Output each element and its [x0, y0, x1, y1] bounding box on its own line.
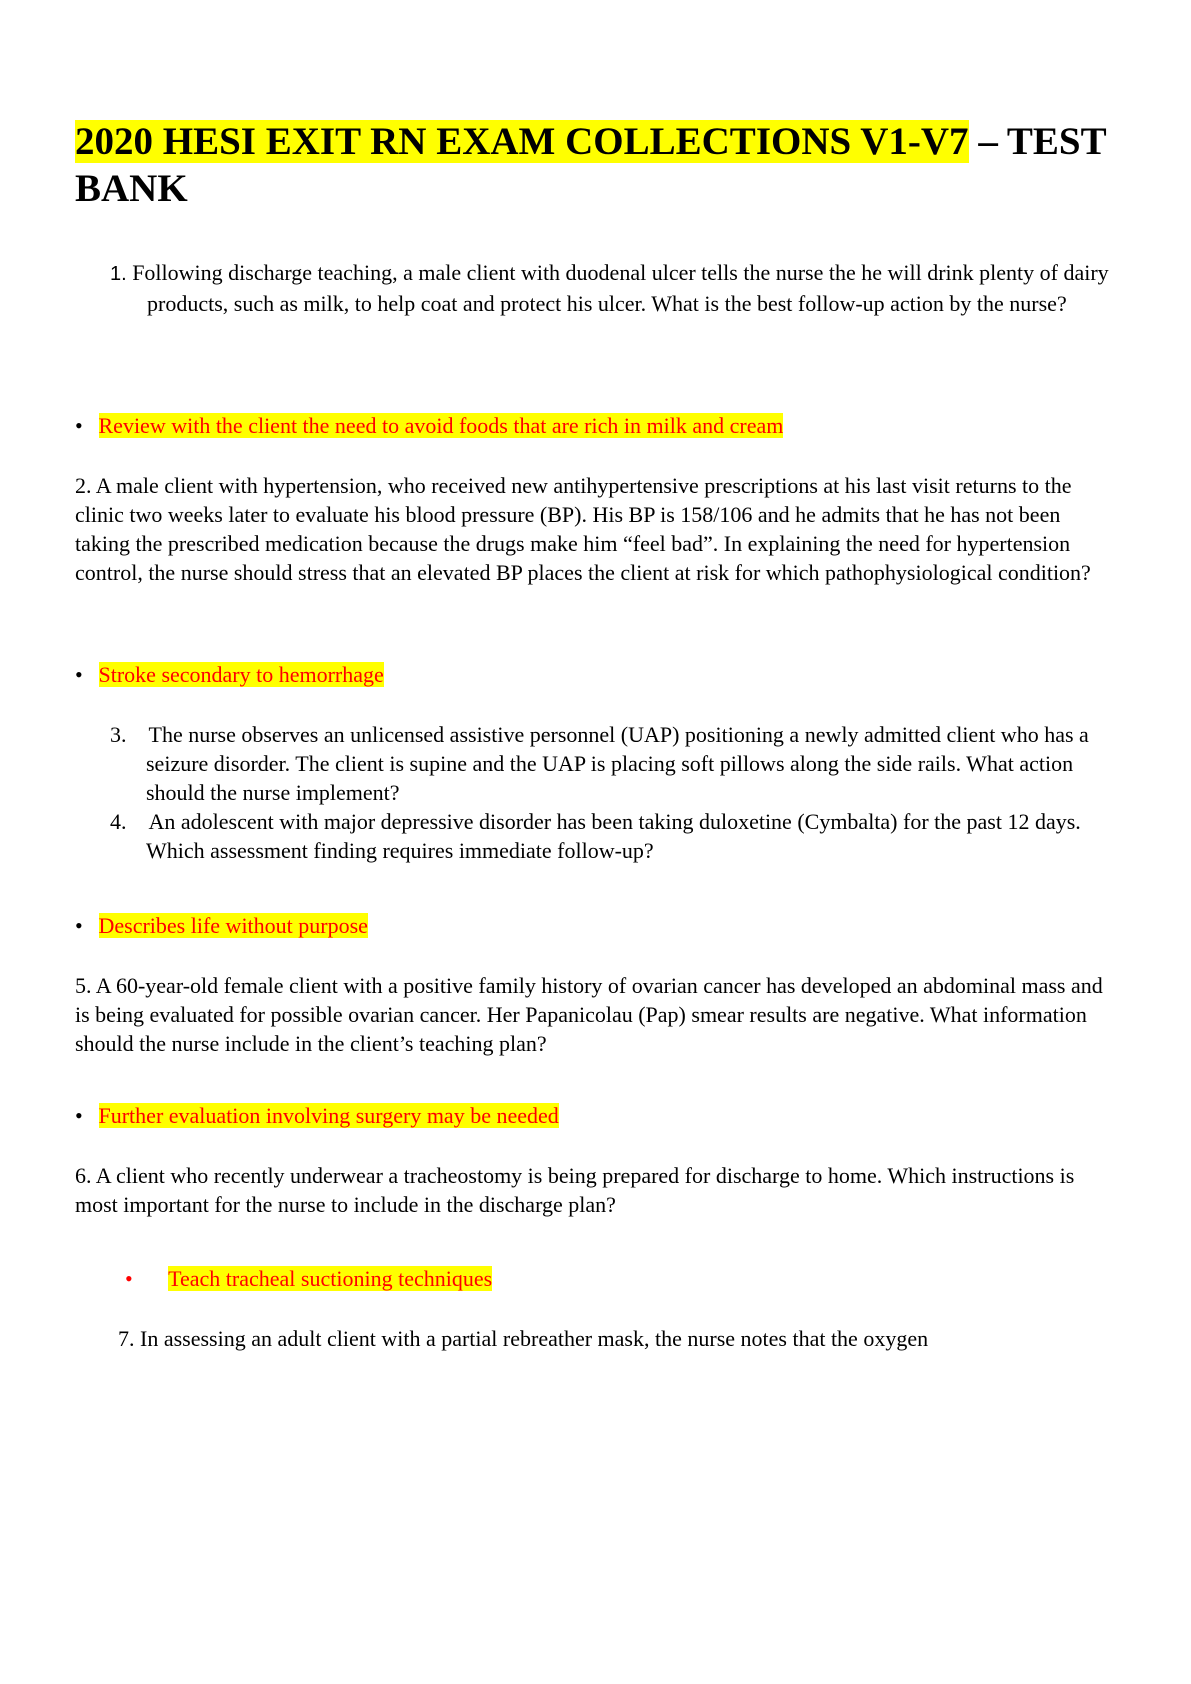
answer-4-text: Describes life without purpose: [98, 913, 368, 938]
question-5: 5. A 60-year-old female client with a po…: [75, 973, 1103, 1056]
answer-4: • Describes life without purpose: [75, 911, 368, 940]
question-4: 4. An adolescent with major depressive d…: [110, 807, 1120, 865]
answer-2-bullet: •: [75, 662, 83, 687]
answer-5-bullet: •: [75, 1103, 83, 1128]
answer-6-text: Teach tracheal suctioning techniques: [168, 1266, 493, 1291]
question-6: 6. A client who recently underwear a tra…: [75, 1163, 1075, 1217]
answer-1: • Review with the client the need to avo…: [75, 411, 784, 440]
question-4-number: 4.: [110, 809, 127, 834]
answer-2: • Stroke secondary to hemorrhage: [75, 660, 384, 689]
title-highlighted: 2020 HESI EXIT RN EXAM COLLECTIONS V1-V7: [75, 120, 969, 163]
question-1-text: Following discharge teaching, a male cli…: [132, 260, 1109, 316]
answer-1-bullet: •: [75, 413, 83, 438]
answer-1-text: Review with the client the need to avoid…: [98, 413, 784, 438]
question-3-number: 3.: [110, 722, 127, 747]
question-4-text: An adolescent with major depressive diso…: [146, 809, 1081, 863]
answer-6: • Teach tracheal suctioning techniques: [125, 1264, 493, 1293]
question-1: 1. Following discharge teaching, a male …: [110, 258, 1120, 318]
answer-5: • Further evaluation involving surgery m…: [75, 1101, 559, 1130]
question-3: 3. The nurse observes an unlicensed assi…: [110, 720, 1120, 807]
question-1-number: 1.: [110, 263, 127, 285]
question-7: 7. In assessing an adult client with a p…: [118, 1326, 929, 1351]
answer-5-text: Further evaluation involving surgery may…: [98, 1103, 559, 1128]
title-rest: – TEST BANK: [75, 120, 1106, 210]
page-title: 2020 HESI EXIT RN EXAM COLLECTIONS V1-V7…: [75, 118, 1115, 212]
question-2: 2. A male client with hypertension, who …: [75, 473, 1091, 585]
answer-2-text: Stroke secondary to hemorrhage: [98, 662, 384, 687]
question-3-text: The nurse observes an unlicensed assisti…: [146, 722, 1089, 805]
answer-4-bullet: •: [75, 913, 83, 938]
answer-6-bullet: •: [125, 1266, 133, 1291]
